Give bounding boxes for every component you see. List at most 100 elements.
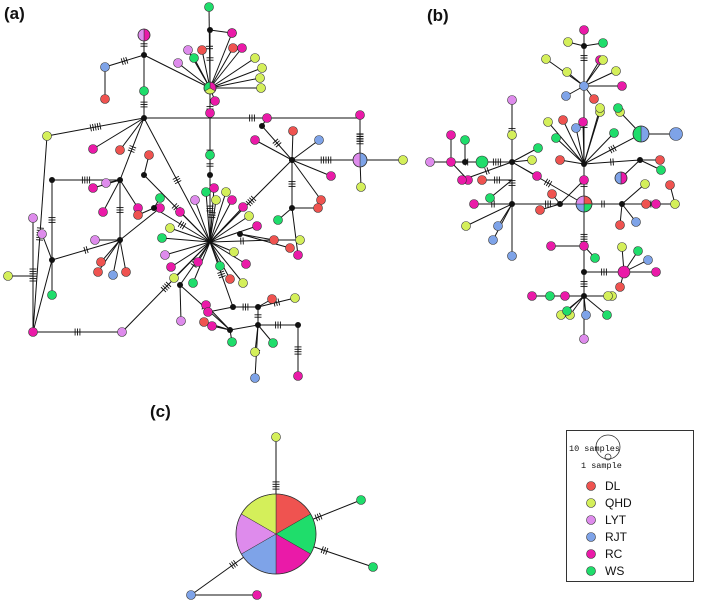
legend-swatch-ws xyxy=(586,566,596,576)
haplotype-node xyxy=(571,123,581,133)
median-vector-dot xyxy=(207,27,213,33)
panel-label-b: (b) xyxy=(427,6,449,25)
median-vector-dot xyxy=(557,201,563,207)
haplotype-node xyxy=(98,207,108,217)
haplotype-node xyxy=(446,157,456,167)
mutation-tick xyxy=(233,559,238,567)
haplotype-node xyxy=(238,278,248,288)
network-edge xyxy=(119,207,161,241)
haplotype-node xyxy=(188,278,198,288)
median-vector-dot xyxy=(581,43,587,49)
haplotype-node xyxy=(244,211,254,221)
haplotype-node xyxy=(100,94,110,104)
mutation-tick xyxy=(85,246,89,254)
haplotype-pie xyxy=(352,152,368,168)
mutation-tick xyxy=(174,180,182,185)
network-edge xyxy=(209,199,217,243)
haplotype-node xyxy=(28,213,38,223)
haplotype-node xyxy=(355,110,365,120)
mutation-tick xyxy=(231,561,236,568)
haplotype-node xyxy=(617,81,627,91)
network-edge xyxy=(201,49,211,89)
mutation-tick xyxy=(160,286,167,293)
haplotype-node xyxy=(579,25,589,35)
median-vector-dot xyxy=(581,293,587,299)
network-edge xyxy=(583,132,615,165)
haplotype-node xyxy=(176,316,186,326)
network-edge xyxy=(583,70,617,87)
haplotype-node xyxy=(579,334,589,344)
median-vector-dot xyxy=(509,159,515,165)
mutation-tick xyxy=(92,123,95,131)
haplotype-node xyxy=(268,338,278,348)
mutation-tick xyxy=(129,145,137,149)
haplotype-node xyxy=(227,337,237,347)
mutation-tick xyxy=(190,263,197,268)
network-edge xyxy=(194,199,211,243)
mutation-tick xyxy=(610,145,615,153)
haplotype-node xyxy=(316,195,326,205)
haplotype-node xyxy=(533,143,543,153)
haplotype-node xyxy=(295,235,305,245)
haplotype-node xyxy=(578,117,588,127)
mutation-tick xyxy=(96,123,99,131)
haplotype-node xyxy=(144,150,154,160)
network-edge xyxy=(209,47,243,89)
haplotype-node xyxy=(551,133,561,143)
legend-label-ws: WS xyxy=(605,564,624,578)
network-edge xyxy=(209,225,258,243)
pie-slice xyxy=(640,125,650,143)
haplotype-node xyxy=(545,291,555,301)
mutation-tick xyxy=(128,147,136,151)
mutation-tick xyxy=(314,514,318,522)
haplotype-node xyxy=(579,241,589,251)
haplotype-node xyxy=(561,91,571,101)
haplotype-node xyxy=(532,171,542,181)
mutation-tick xyxy=(173,204,179,211)
haplotype-node xyxy=(205,150,215,160)
haplotype-node xyxy=(555,155,565,165)
haplotype-node xyxy=(633,246,643,256)
haplotype-node xyxy=(611,66,621,76)
haplotype-node xyxy=(256,83,266,93)
network-edge xyxy=(92,117,145,150)
haplotype-node xyxy=(250,373,260,383)
mutation-tick xyxy=(486,167,490,175)
mutation-tick xyxy=(547,180,553,188)
haplotype-node xyxy=(139,86,149,96)
median-vector-dot xyxy=(151,205,157,211)
haplotype-node xyxy=(602,310,612,320)
network-edge xyxy=(119,239,127,273)
network-edge xyxy=(209,215,250,243)
haplotype-node xyxy=(314,135,324,145)
haplotype-node xyxy=(133,210,143,220)
mutation-tick xyxy=(125,56,129,64)
median-vector-dot xyxy=(619,201,625,207)
haplotype-pie xyxy=(235,493,317,575)
mutation-tick xyxy=(275,142,282,148)
haplotype-node xyxy=(101,178,111,188)
pie-slice xyxy=(137,28,145,42)
haplotype-node xyxy=(579,81,589,91)
legend-swatch-rjt xyxy=(586,532,596,542)
mutation-tick xyxy=(545,179,551,187)
network-edge xyxy=(177,62,211,89)
mutation-tick xyxy=(173,177,181,183)
haplotype-node xyxy=(356,182,366,192)
haplotype-pie xyxy=(575,195,593,213)
median-vector-dot xyxy=(177,282,183,288)
network-edge xyxy=(239,233,275,241)
haplotype-node xyxy=(562,306,572,316)
haplotype-node xyxy=(670,199,680,209)
haplotype-node xyxy=(190,195,200,205)
network-edge xyxy=(209,77,261,89)
haplotype-node xyxy=(96,257,106,267)
panel-label-a: (a) xyxy=(4,4,25,23)
mutation-tick xyxy=(247,199,253,205)
haplotype-node xyxy=(643,255,653,265)
haplotype-node xyxy=(562,67,572,77)
mutation-tick xyxy=(94,123,97,131)
